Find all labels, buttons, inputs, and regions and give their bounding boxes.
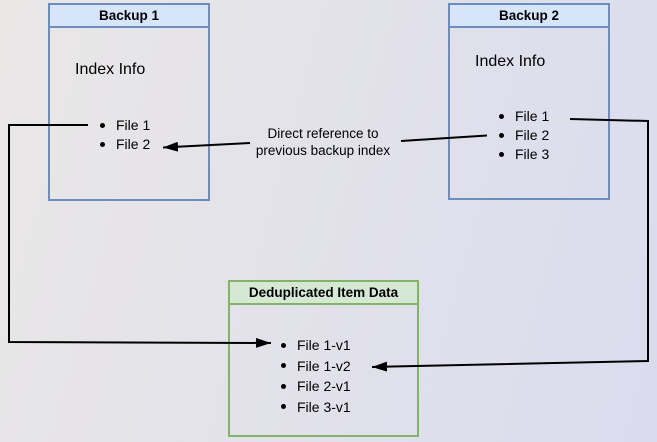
backup1-title: Backup 1: [50, 5, 208, 28]
list-item-label: File 3-v1: [297, 398, 351, 415]
list-item: File 3: [499, 145, 550, 164]
list-item: File 1-v1: [281, 335, 351, 356]
bullet-icon: [499, 133, 504, 138]
bullet-icon: [499, 152, 504, 157]
backup1-box: Backup 1 Index Info File 1 File 2: [48, 3, 210, 201]
list-item-label: File 1-v2: [297, 357, 351, 374]
list-item: File 1: [499, 107, 550, 126]
list-item: File 1: [100, 116, 151, 135]
list-item-label: File 1: [116, 117, 151, 133]
backup1-file-list: File 1 File 2: [100, 116, 151, 154]
bullet-icon: [100, 123, 105, 128]
list-item-label: File 2-v1: [297, 378, 351, 394]
backup1-subtitle: Index Info: [75, 61, 146, 78]
bullet-icon: [281, 383, 286, 389]
annotation-direct-reference: Direct reference to previous backup inde…: [243, 125, 403, 159]
annotation-line1: Direct reference to: [267, 126, 379, 141]
bullet-icon: [100, 142, 105, 147]
bullet-icon: [281, 342, 286, 348]
bullet-icon: [281, 363, 286, 369]
annotation-line2: previous backup index: [255, 143, 391, 158]
list-item: File 3-v1: [281, 397, 351, 418]
backup2-title: Backup 2: [450, 5, 608, 28]
dedup-title: Deduplicated Item Data: [230, 282, 417, 305]
list-item: File 2-v1: [281, 376, 351, 397]
backup2-subtitle: Index Info: [475, 53, 546, 70]
backup2-box: Backup 2 Index Info File 1 File 2 File 3: [448, 3, 610, 200]
list-item-label: File 2: [116, 136, 151, 152]
list-item-label: File 1: [515, 108, 550, 124]
list-item: File 2: [100, 135, 151, 154]
list-item-label: File 1-v1: [297, 337, 351, 353]
bullet-icon: [499, 114, 504, 119]
list-item-label: File 3: [515, 146, 550, 162]
backup2-file-list: File 1 File 2 File 3: [499, 107, 550, 164]
list-item: File 2: [499, 126, 550, 145]
bullet-icon: [281, 404, 286, 410]
list-item: File 1-v2: [281, 356, 351, 377]
list-item-label: File 2: [515, 127, 550, 143]
